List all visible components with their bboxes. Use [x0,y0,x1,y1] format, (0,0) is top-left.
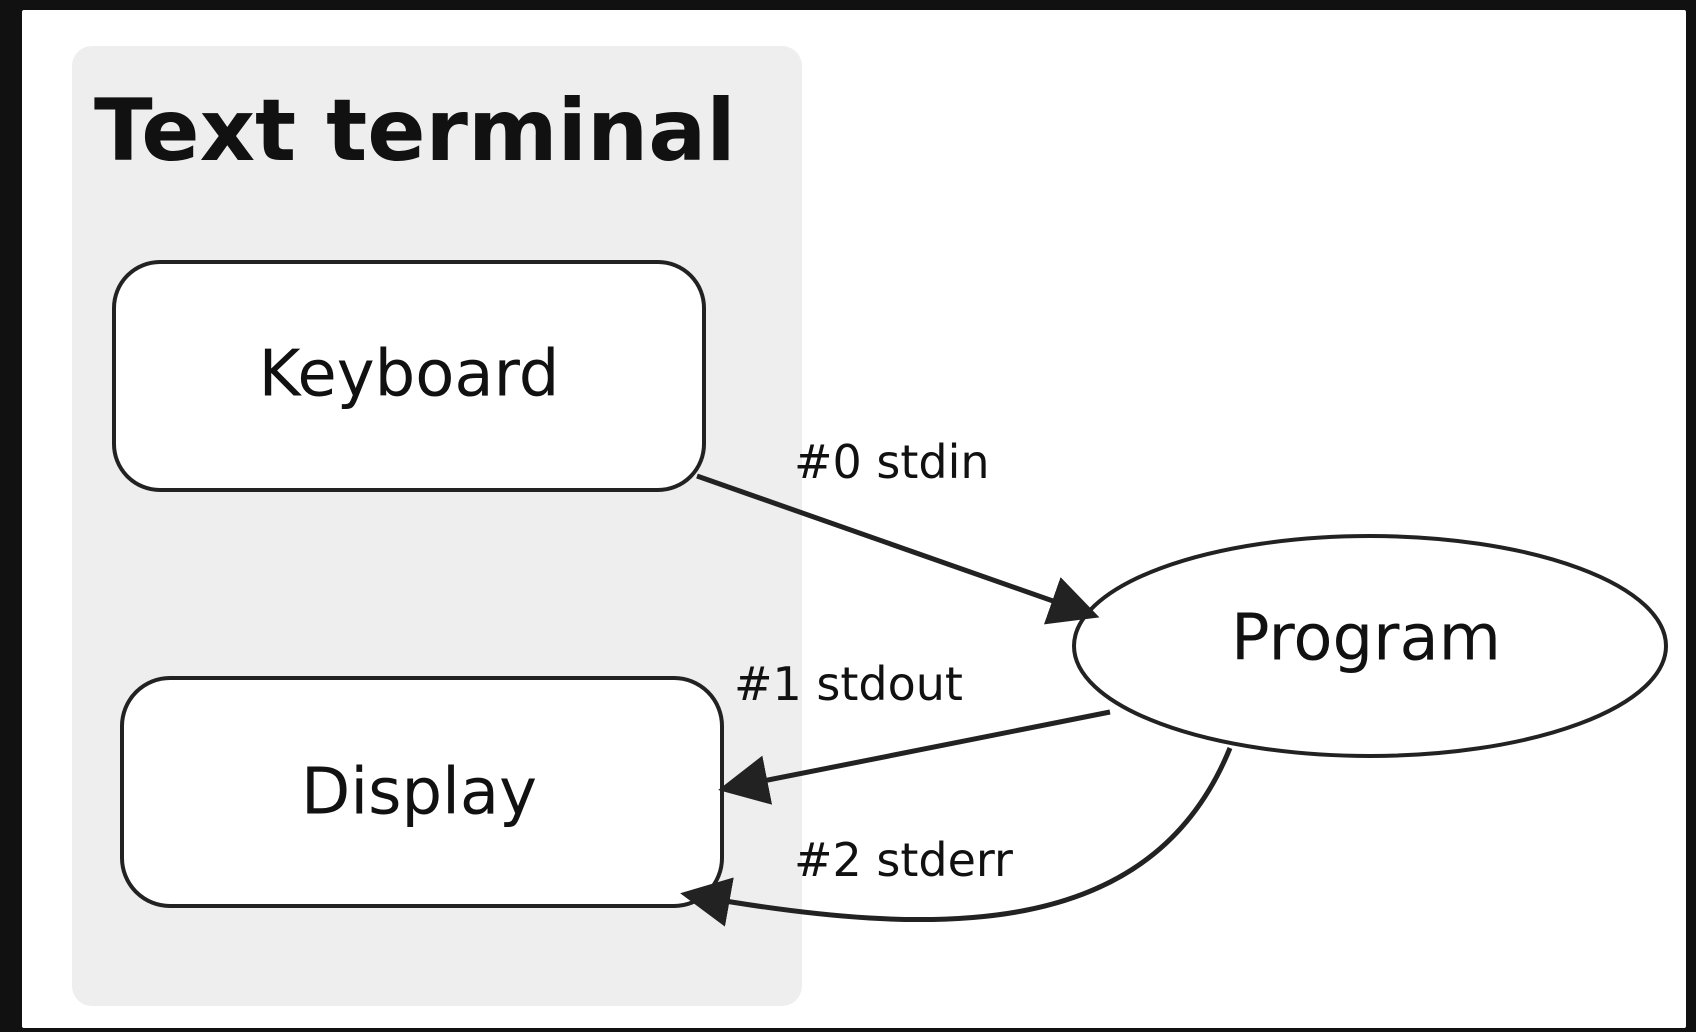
node-keyboard-label: Keyboard [259,338,560,412]
node-display-label: Display [301,756,537,830]
edge-stdout-line [718,709,1111,805]
edge-stdin-line [696,473,1100,625]
node-program [1072,534,1668,758]
node-program-label: Program [1231,602,1501,676]
diagram-svg: Text terminal Keyboard Display Program #… [72,46,1668,1006]
edge-stderr-label: #2 stderr [794,833,1013,887]
cluster-title: Text terminal [94,81,736,181]
diagram-canvas: Text terminal Keyboard Display Program #… [22,10,1686,1028]
edge-stdin-label: #0 stdin [794,435,990,489]
edge-stderr-line [680,747,1233,927]
node-keyboard [112,260,706,492]
edge-stdout-label: #1 stdout [734,657,963,711]
